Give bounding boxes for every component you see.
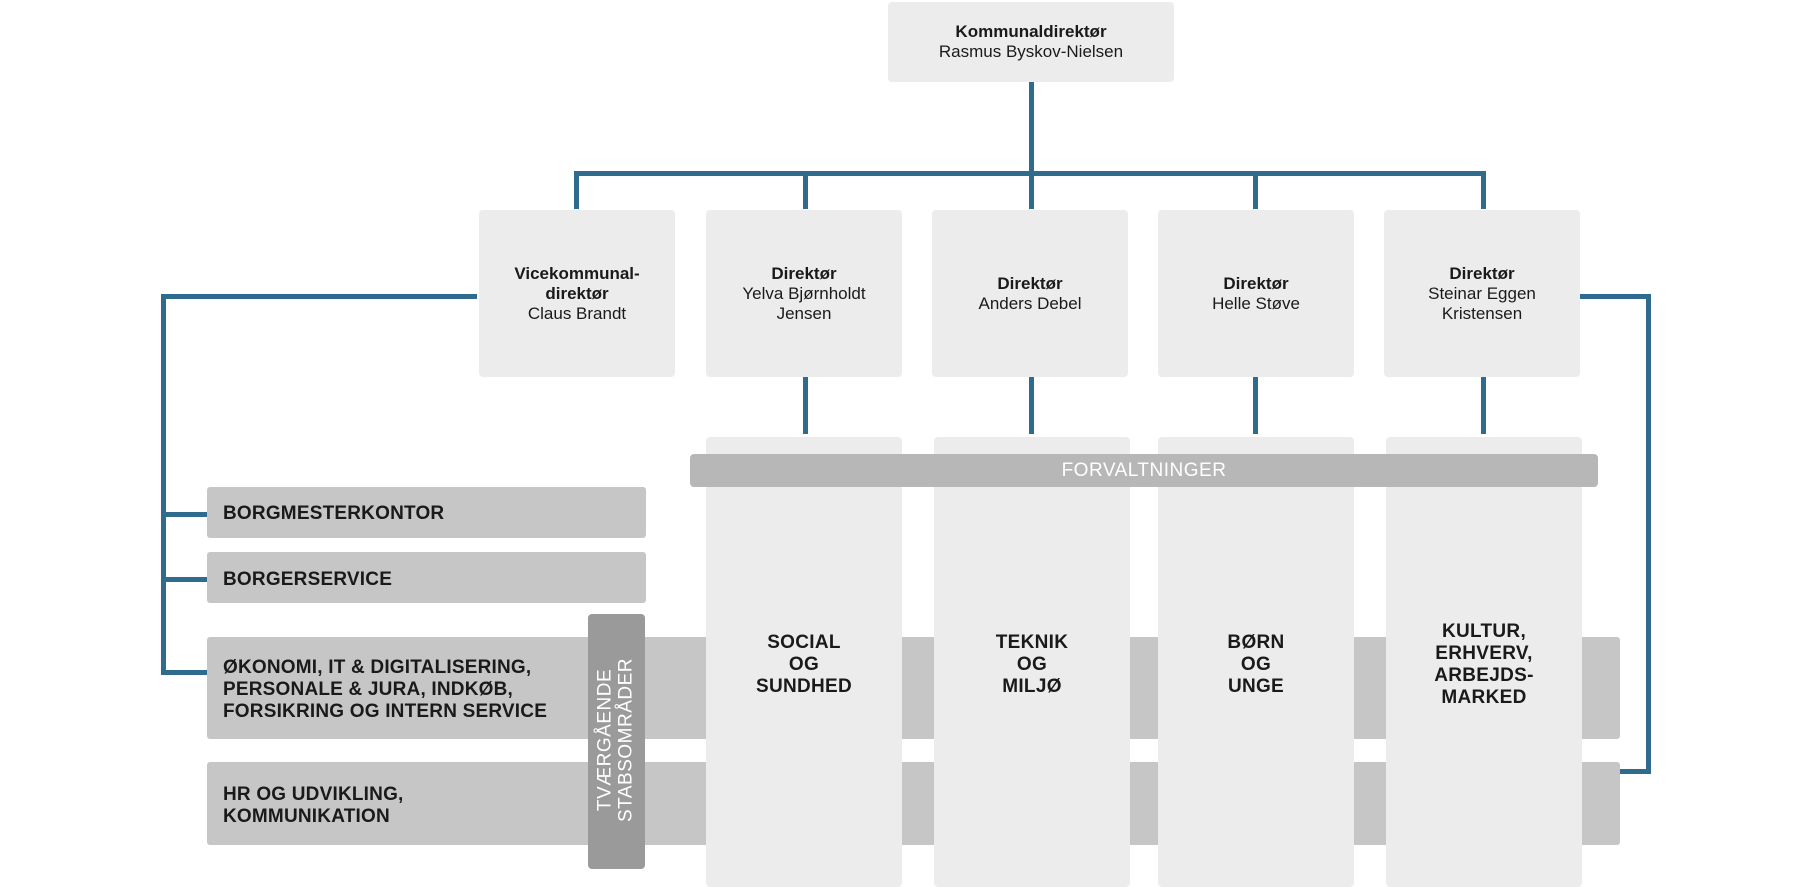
stab-label-line: HR OG UDVIKLING, xyxy=(223,784,404,805)
director-name: Steinar Eggen xyxy=(1428,283,1536,303)
stab-label-borgerservice: BORGERSERVICE xyxy=(223,569,392,591)
forvaltning-label-line: SOCIAL xyxy=(767,632,841,653)
stab-label-borgmesterkontor: BORGMESTERKONTOR xyxy=(223,503,444,525)
stab-strip-borgmesterkontor xyxy=(207,487,646,538)
forvaltning-column-4 xyxy=(1386,437,1582,887)
director-name-line2: Jensen xyxy=(776,303,832,323)
forvaltning-label-line: OG xyxy=(788,654,820,675)
director-role: Vicekommunal- xyxy=(514,263,640,283)
director-name-line2: Kristensen xyxy=(1441,303,1523,323)
connector-director-col-3 xyxy=(1253,376,1258,434)
stab-label-okonomi: ØKONOMI, IT & DIGITALISERING, PERSONALE … xyxy=(223,657,547,723)
stab-label-line: ØKONOMI, IT & DIGITALISERING, xyxy=(223,657,532,678)
director-name: Helle Støve xyxy=(1212,293,1300,313)
forvaltning-label-kultur: KULTUR, ERHVERV, ARBEJDS- MARKED xyxy=(1386,621,1582,709)
director-box-4: Direktør Helle Støve xyxy=(1158,210,1354,377)
forvaltning-label-born: BØRN OG UNGE xyxy=(1158,632,1354,698)
forvaltning-label-teknik: TEKNIK OG MILJØ xyxy=(934,632,1130,698)
connector-drop-3 xyxy=(1029,171,1034,209)
connector-left-vertical xyxy=(161,294,166,675)
connector-director-col-1 xyxy=(803,376,808,434)
connector-drop-1 xyxy=(574,171,579,209)
forvaltning-column-1 xyxy=(706,437,902,887)
connector-top-vertical xyxy=(1029,82,1034,176)
stab-label-hr: HR OG UDVIKLING, KOMMUNIKATION xyxy=(223,784,404,828)
forvaltninger-band: FORVALTNINGER xyxy=(690,454,1598,487)
tvaergaaende-line1: TVÆRGÅENDE xyxy=(594,668,616,812)
director-box-2: Direktør Yelva Bjørnholdt Jensen xyxy=(706,210,902,377)
director-box-5: Direktør Steinar Eggen Kristensen xyxy=(1384,210,1580,377)
forvaltning-label-line: MILJØ xyxy=(1002,676,1062,697)
director-role: Direktør xyxy=(771,263,837,283)
stab-strip-hr xyxy=(207,762,1620,845)
stab-label-line: KOMMUNIKATION xyxy=(223,806,390,827)
connector-left-top xyxy=(161,294,477,299)
director-name: Yelva Bjørnholdt xyxy=(742,283,866,303)
tvaergaaende-bar xyxy=(588,614,645,869)
forvaltning-column-3 xyxy=(1158,437,1354,887)
forvaltning-label-line: ERHVERV, xyxy=(1435,643,1533,664)
director-role: Direktør xyxy=(997,273,1063,293)
connector-left-branch-1 xyxy=(161,512,207,517)
kommunaldirektor-role: Kommunaldirektør xyxy=(955,22,1107,41)
director-name: Anders Debel xyxy=(978,293,1082,313)
stab-strip-borgerservice xyxy=(207,552,646,603)
forvaltning-label-line: MARKED xyxy=(1441,687,1527,708)
connector-drop-2 xyxy=(803,171,808,209)
stab-label-line: BORGERSERVICE xyxy=(223,569,393,590)
connector-right-bottom xyxy=(1618,769,1651,774)
director-role-line2: direktør xyxy=(545,283,609,303)
connector-right-top xyxy=(1580,294,1651,299)
forvaltning-label-line: UNGE xyxy=(1227,676,1285,697)
connector-right-vertical xyxy=(1646,294,1651,774)
director-role: Direktør xyxy=(1449,263,1515,283)
connector-left-branch-2 xyxy=(161,577,207,582)
tvaergaaende-label: TVÆRGÅENDE STABSOMRÅDER xyxy=(595,613,639,868)
forvaltning-label-line: TEKNIK xyxy=(995,632,1069,653)
director-box-3: Direktør Anders Debel xyxy=(932,210,1128,377)
stab-label-line: PERSONALE & JURA, INDKØB, xyxy=(223,679,514,700)
forvaltning-label-line: OG xyxy=(1240,654,1272,675)
director-name: Claus Brandt xyxy=(527,303,627,323)
tvaergaaende-line2: STABSOMRÅDER xyxy=(615,658,637,823)
stab-label-line: FORSIKRING OG INTERN SERVICE xyxy=(223,701,548,722)
connector-drop-4 xyxy=(1253,171,1258,209)
connector-drop-5 xyxy=(1481,171,1486,209)
forvaltning-label-line: BØRN xyxy=(1227,632,1285,653)
connector-left-branch-3 xyxy=(161,670,207,675)
stab-label-line: BORGMESTERKONTOR xyxy=(223,503,445,524)
director-role: Direktør xyxy=(1223,273,1289,293)
connector-director-col-2 xyxy=(1029,376,1034,434)
forvaltning-label-line: KULTUR, xyxy=(1441,621,1527,642)
forvaltning-column-2 xyxy=(934,437,1130,887)
connector-director-col-4 xyxy=(1481,376,1486,434)
stab-strip-okonomi xyxy=(207,637,1620,739)
forvaltning-label-line: SUNDHED xyxy=(755,676,853,697)
forvaltning-label-line: ARBEJDS- xyxy=(1434,665,1534,686)
kommunaldirektor-name: Rasmus Byskov-Nielsen xyxy=(938,42,1124,61)
kommunaldirektor-box: Kommunaldirektør Rasmus Byskov-Nielsen xyxy=(888,2,1174,82)
forvaltning-label-line: OG xyxy=(1016,654,1048,675)
forvaltning-label-social: SOCIAL OG SUNDHED xyxy=(706,632,902,698)
director-box-1: Vicekommunal- direktør Claus Brandt xyxy=(479,210,675,377)
